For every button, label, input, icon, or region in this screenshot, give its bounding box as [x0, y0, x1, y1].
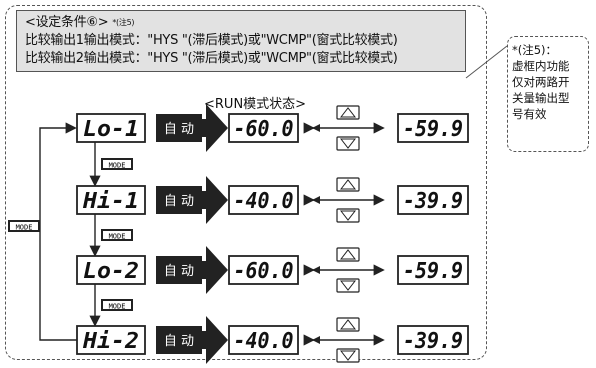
auto-text: 自 动	[164, 334, 194, 349]
param-text: Hi-2	[82, 329, 139, 354]
down-key-icon[interactable]	[336, 348, 360, 363]
header-title: <设定条件⑥>	[25, 15, 109, 30]
process-value-text: -40.0	[234, 329, 294, 354]
up-key-icon[interactable]	[336, 317, 360, 332]
param-text: Lo-1	[83, 117, 139, 142]
mode-key-label: MODE	[109, 162, 126, 170]
auto-label: 自 动	[156, 186, 202, 214]
down-key-icon[interactable]	[336, 208, 360, 223]
param-display: Hi-2	[76, 325, 146, 355]
process-value-display: -60.0	[228, 113, 299, 143]
set-value-display: -59.9	[397, 255, 469, 285]
up-key-icon[interactable]	[336, 247, 360, 262]
param-display: Hi-1	[76, 185, 146, 215]
set-value-text: -59.9	[403, 259, 463, 284]
header-note-ref: *(注5)	[112, 18, 135, 27]
set-value-text: -59.9	[403, 117, 463, 142]
param-display: Lo-1	[76, 113, 146, 143]
arrow-icon	[200, 104, 228, 152]
param-text: Hi-1	[82, 189, 139, 214]
set-value-display: -39.9	[397, 185, 469, 215]
down-key-icon[interactable]	[336, 278, 360, 293]
header-line-output1: 比较输出1输出模式："HYS "(滞后模式)或"WCMP"(窗式比较模式)	[25, 33, 398, 48]
auto-text: 自 动	[164, 264, 194, 279]
down-key-icon[interactable]	[336, 136, 360, 151]
set-value-text: -39.9	[403, 329, 463, 354]
diagram-row: Hi-2 自 动 -40.0 -39.9	[76, 316, 469, 364]
dashed-frame	[5, 5, 487, 360]
mode-key-label: MODE	[109, 303, 126, 311]
note-line: 号有效	[512, 107, 547, 121]
mode-key-left[interactable]: MODE	[8, 220, 40, 232]
process-value-display: -40.0	[228, 325, 299, 355]
loop-back-arrow	[39, 122, 77, 341]
note-line: 关量输出型	[512, 91, 570, 105]
auto-label: 自 动	[156, 326, 202, 354]
set-value-text: -39.9	[403, 189, 463, 214]
run-mode-title: <RUN模式状态>	[204, 97, 307, 112]
param-text: Lo-2	[83, 259, 139, 284]
header-line-output2: 比较输出2输出模式："HYS "(滞后模式)或"WCMP"(窗式比较模式)	[25, 51, 398, 66]
auto-text: 自 动	[164, 194, 194, 209]
mode-key-label: MODE	[16, 224, 33, 232]
param-display: Lo-2	[76, 255, 146, 285]
arrow-icon	[200, 176, 228, 224]
up-key-icon[interactable]	[336, 177, 360, 192]
process-value-display: -60.0	[228, 255, 299, 285]
note-connector	[465, 45, 508, 79]
set-value-display: -39.9	[397, 325, 469, 355]
auto-text: 自 动	[164, 122, 194, 137]
process-value-text: -40.0	[234, 189, 294, 214]
arrow-icon	[200, 246, 228, 294]
note-line: 仅对两路开	[512, 75, 570, 89]
set-value-display: -59.9	[397, 113, 469, 143]
mode-key[interactable]: MODE	[101, 299, 133, 311]
process-value-display: -40.0	[228, 185, 299, 215]
process-value-text: -60.0	[234, 117, 294, 142]
note-line: *(注5)：	[512, 43, 558, 57]
process-value-text: -60.0	[234, 259, 294, 284]
header-box: <设定条件⑥>*(注5) 比较输出1输出模式："HYS "(滞后模式)或"WCM…	[16, 10, 466, 72]
note-box: *(注5)： 虚框内功能 仅对两路开 关量输出型 号有效	[507, 36, 589, 152]
note-line: 虚框内功能	[512, 59, 570, 73]
arrow-icon	[200, 316, 228, 364]
mode-key-label: MODE	[109, 233, 126, 241]
auto-label: 自 动	[156, 256, 202, 284]
up-key-icon[interactable]	[336, 105, 360, 120]
mode-key[interactable]: MODE	[101, 158, 133, 170]
auto-label: 自 动	[156, 114, 202, 142]
mode-key[interactable]: MODE	[101, 229, 133, 241]
